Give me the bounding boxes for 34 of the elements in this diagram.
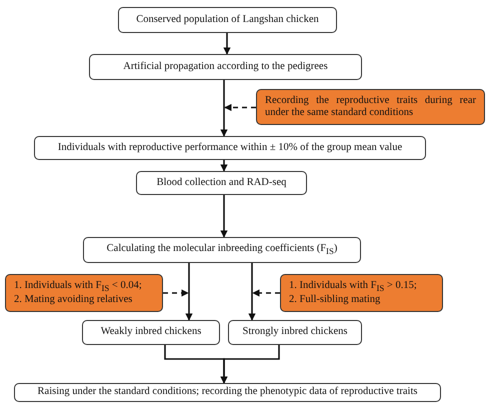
box-text: 2. Full-sibling mating <box>289 294 380 306</box>
arrow <box>220 195 228 238</box>
note-box <box>256 89 485 125</box>
box-text: 1. Individuals with F$_{IS}$ > 0.15; <box>289 280 417 294</box>
dashed-arrow <box>224 104 256 112</box>
process-box <box>14 383 441 402</box>
process-box <box>89 54 362 80</box>
box-text: Conserved population of Langshan chicken <box>136 14 319 26</box>
process-box <box>136 171 307 195</box>
arrow <box>248 263 256 321</box>
arrow <box>185 263 193 321</box>
box-text: 2. Mating avoiding relatives <box>14 294 132 306</box>
box-text: Raising under the standard conditions; recording the phenotypic data of reproductive traits <box>38 386 418 399</box>
arrow <box>220 160 228 172</box>
process-box <box>82 320 220 345</box>
arrow <box>223 33 231 55</box>
note-box <box>5 274 163 312</box>
process-box <box>228 320 362 345</box>
box-text: Blood collection and RAD-seq <box>156 176 286 190</box>
box-text: Strongly inbred chickens <box>242 326 348 339</box>
process-box <box>118 7 337 33</box>
box-text: Recording the reproductive traits during rear under the same standard conditions <box>265 94 476 120</box>
process-box <box>34 136 426 160</box>
box-text: Calculating the molecular inbreeding coefficients (F$_{IS}$) <box>106 243 338 257</box>
arrow <box>220 80 228 137</box>
box-text: Artificial propagation according to the pedigrees <box>123 60 328 74</box>
arrow <box>220 345 280 384</box>
dashed-arrow <box>163 289 189 297</box>
box-text: Individuals with reproductive performance within ± 10% of the group mean value <box>58 142 402 154</box>
process-box <box>83 237 361 263</box>
note-box <box>280 274 443 312</box>
box-text: Weakly inbred chickens <box>100 326 202 339</box>
box-text: 1. Individuals with F$_{IS}$ < 0.04; <box>14 280 142 294</box>
dashed-arrow <box>252 289 280 297</box>
